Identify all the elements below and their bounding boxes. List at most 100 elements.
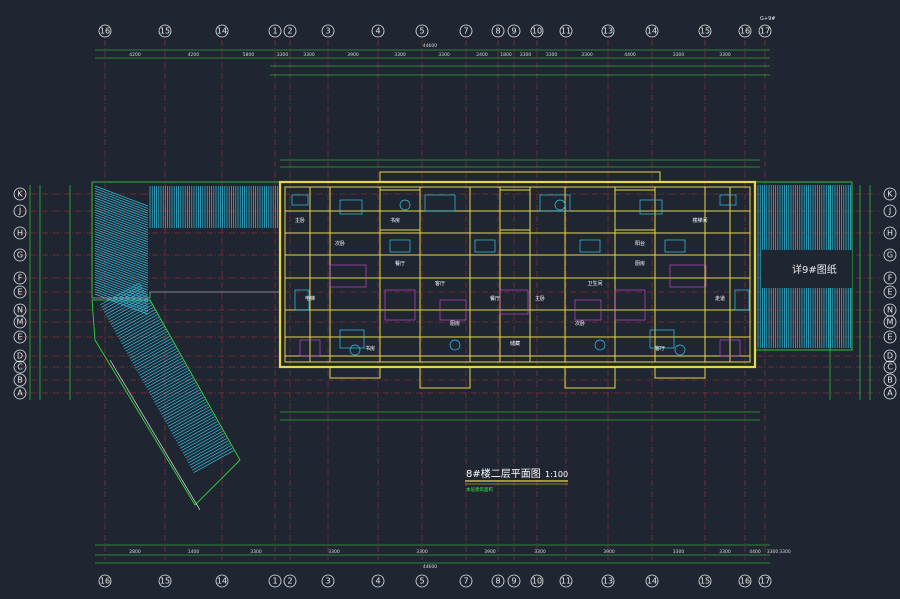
right-axis-bubble-j-1: J bbox=[883, 204, 897, 218]
top-dim-value: 3300 bbox=[303, 52, 315, 58]
top-axis-bubble-3-5: 3 bbox=[321, 24, 335, 38]
axis-label: 7 bbox=[463, 577, 468, 586]
room-label: 卫生间 bbox=[587, 280, 602, 287]
bottom-dim-value: 3300 bbox=[779, 549, 791, 555]
left-axis-bubble-d-9: D bbox=[13, 349, 27, 363]
bottom-axis-bubble-14-14: 14 bbox=[645, 574, 659, 588]
right-axis-bubble-f-4: F bbox=[883, 271, 897, 285]
bottom-axis-bubble-4-6: 4 bbox=[371, 574, 385, 588]
right-axis-bubble-b-11: B bbox=[883, 373, 897, 387]
drawing-subtitle: 本层建筑面积 bbox=[466, 486, 493, 493]
axis-label: 1 bbox=[272, 577, 277, 586]
room-label: 餐厅 bbox=[490, 295, 500, 302]
axis-label: M bbox=[887, 318, 894, 327]
axis-label: C bbox=[17, 363, 23, 372]
axis-label: 17 bbox=[760, 27, 770, 36]
room-label: 主卧 bbox=[535, 295, 545, 302]
bottom-axis-bubble-3-5: 3 bbox=[321, 574, 335, 588]
bottom-dim-value: 3900 bbox=[603, 549, 615, 555]
axis-label: 11 bbox=[561, 577, 571, 586]
right-axis-bubble-h-2: H bbox=[883, 226, 897, 240]
left-axis-bubble-a-12: A bbox=[13, 386, 27, 400]
axis-label: 4 bbox=[375, 27, 380, 36]
axis-label: 15 bbox=[700, 577, 710, 586]
bottom-dim-value: 2800 bbox=[129, 549, 141, 555]
axis-label: 11 bbox=[561, 27, 571, 36]
axis-label: 10 bbox=[532, 27, 542, 36]
drawing-title: 8#楼二层平面图 bbox=[466, 467, 541, 480]
axis-label: 15 bbox=[160, 27, 170, 36]
bottom-axis-bubble-15-15: 15 bbox=[698, 574, 712, 588]
bottom-axis-bubble-5-7: 5 bbox=[415, 574, 429, 588]
right-axis-bubble-e-5: E bbox=[883, 285, 897, 299]
top-axis-bubble-16-16: 16 bbox=[738, 24, 752, 38]
right-axis-bubble-d-9: D bbox=[883, 349, 897, 363]
right-axis-bubble-m-7: M bbox=[883, 315, 897, 329]
top-dim-value: 1800 bbox=[500, 52, 512, 58]
top-axis-bubble-2-4: 2 bbox=[283, 24, 297, 38]
room-label: 阳台 bbox=[635, 240, 645, 247]
axis-label: 4 bbox=[375, 577, 380, 586]
top-dim-value: 3300 bbox=[546, 52, 558, 58]
axis-label: 9 bbox=[511, 27, 516, 36]
left-axis-bubble-b-11: B bbox=[13, 373, 27, 387]
top-axis-bubble-10-11: 10 bbox=[530, 24, 544, 38]
axis-label: 7 bbox=[463, 27, 468, 36]
top-axis-bubble-14-2: 14 bbox=[215, 24, 229, 38]
room-label: 电梯 bbox=[305, 295, 315, 302]
bottom-axis-bubble-2-4: 2 bbox=[283, 574, 297, 588]
bottom-axis-bubble-7-8: 7 bbox=[459, 574, 473, 588]
fixtures bbox=[291, 194, 750, 357]
right-note: 详9#图纸 bbox=[792, 263, 837, 276]
bottom-overall-dimension: 44600 bbox=[423, 564, 437, 570]
top-axis-bubble-1-3: 1 bbox=[268, 24, 282, 38]
top-dim-value: 3300 bbox=[394, 52, 406, 58]
top-axis-bubble-4-6: 4 bbox=[371, 24, 385, 38]
left-axis-bubble-k-0: K bbox=[13, 187, 27, 201]
left-axis-bubble-c-10: C bbox=[13, 360, 27, 374]
axis-label: 5 bbox=[419, 27, 424, 36]
top-axis-bubble-14-14: 14 bbox=[645, 24, 659, 38]
axis-label: 10 bbox=[532, 577, 542, 586]
axis-label: 14 bbox=[217, 27, 227, 36]
room-label: 主卧 bbox=[295, 217, 305, 224]
top-dim-value: 4400 bbox=[624, 52, 636, 58]
axis-label: 1 bbox=[272, 27, 277, 36]
axis-label: 16 bbox=[740, 27, 750, 36]
axis-label: E bbox=[17, 288, 22, 297]
room-label: 储藏 bbox=[510, 340, 520, 347]
axis-label: 13 bbox=[603, 27, 613, 36]
axis-label: E bbox=[17, 333, 22, 342]
bottom-dim-value: 3300 bbox=[250, 549, 262, 555]
axis-label: B bbox=[887, 376, 893, 385]
axis-label: 15 bbox=[700, 27, 710, 36]
bottom-dim-value: 3900 bbox=[484, 549, 496, 555]
top-axis-bubble-16-0: 16 bbox=[98, 24, 112, 38]
right-axis-bubble-c-10: C bbox=[883, 360, 897, 374]
bottom-axis-bubble-15-1: 15 bbox=[158, 574, 172, 588]
axis-label: K bbox=[17, 190, 23, 199]
top-overall-dimension: 44600 bbox=[423, 43, 437, 49]
top-dim-value: 3300 bbox=[520, 52, 532, 58]
room-label: 客厅 bbox=[655, 345, 665, 352]
axis-label: B bbox=[17, 376, 23, 385]
axis-label: 2 bbox=[287, 577, 292, 586]
axis-label: 3 bbox=[325, 27, 330, 36]
axis-label: F bbox=[888, 274, 893, 283]
lower-bumpouts bbox=[329, 171, 706, 389]
right-axis-bubble-g-3: G bbox=[883, 248, 897, 262]
left-axis-bubble-f-4: F bbox=[13, 271, 27, 285]
right-axis-bubble-n-6: N bbox=[883, 303, 897, 317]
left-axis-bubble-h-2: H bbox=[13, 226, 27, 240]
axis-label: G bbox=[887, 251, 893, 260]
room-label: 书房 bbox=[390, 217, 400, 224]
left-axis-bubble-j-1: J bbox=[13, 204, 27, 218]
axis-label: H bbox=[887, 229, 893, 238]
bottom-axis-bubble-17-17: 17 bbox=[758, 574, 772, 588]
left-axis-bubble-g-3: G bbox=[13, 248, 27, 262]
top-axis-bubble-17-17: 17 bbox=[758, 24, 772, 38]
axis-label: 14 bbox=[647, 27, 657, 36]
axis-label: 8 bbox=[495, 577, 500, 586]
drawing-scale: 1:100 bbox=[545, 470, 568, 479]
